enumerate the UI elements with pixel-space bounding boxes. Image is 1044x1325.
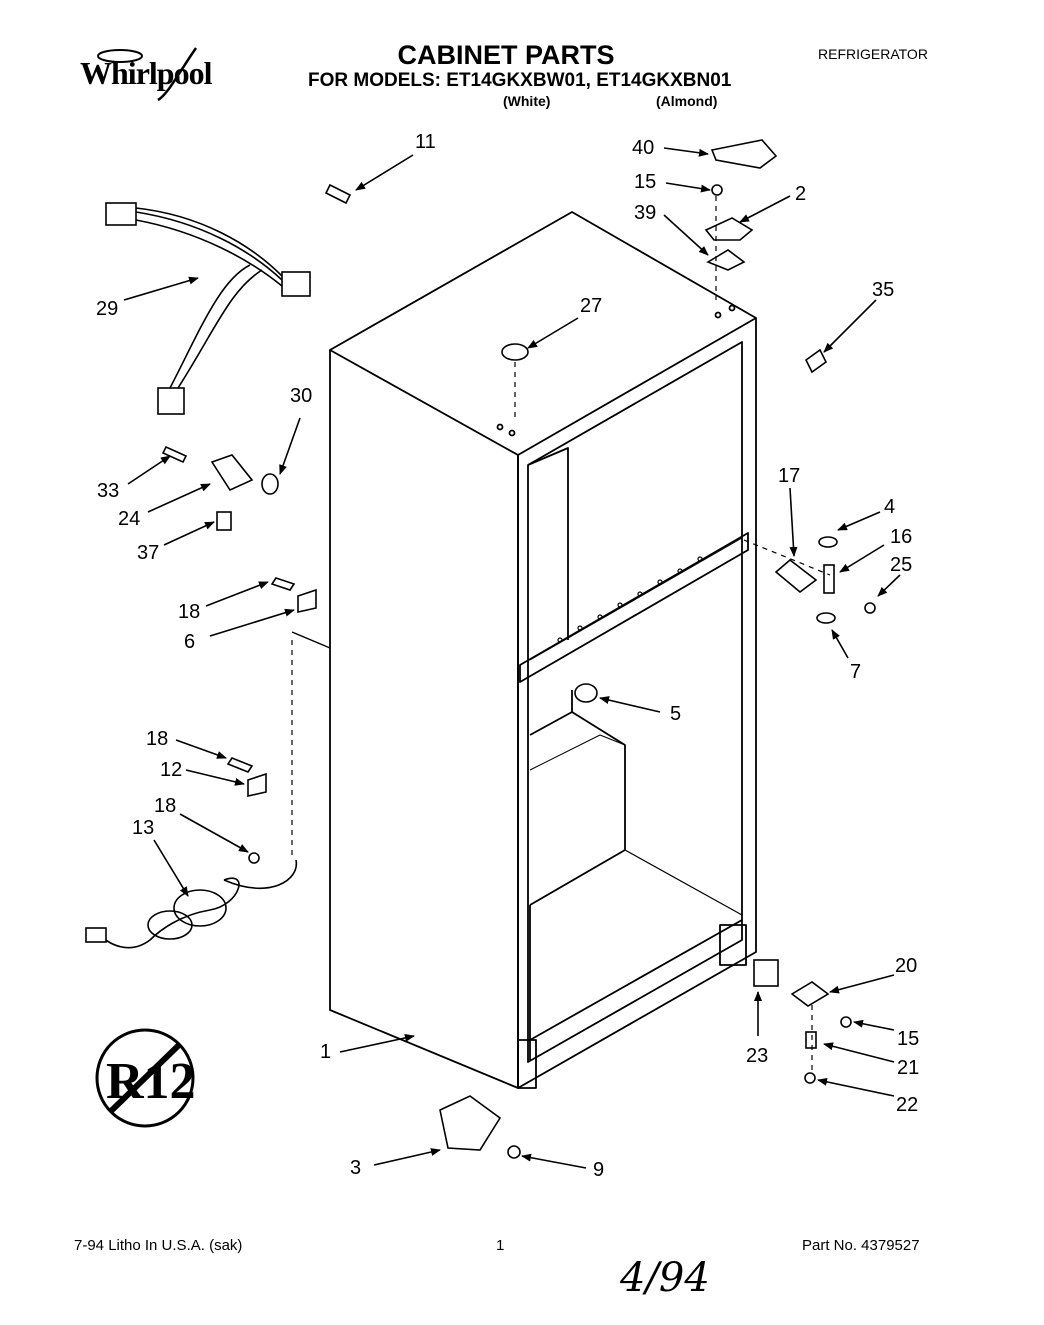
callout-1: 1 <box>320 1041 332 1063</box>
cabinet-body <box>329 211 757 1089</box>
assembly-lines <box>291 196 831 1070</box>
callout-23: 23 <box>746 1045 769 1067</box>
callout-15-top: 15 <box>634 171 657 193</box>
callout-9: 9 <box>593 1159 605 1181</box>
callout-22: 22 <box>896 1094 919 1116</box>
callout-24: 24 <box>118 508 141 530</box>
r12-badge-text: R12 <box>106 1053 196 1110</box>
callout-18-middle: 18 <box>146 728 169 750</box>
callout-30: 30 <box>290 385 313 407</box>
callout-17: 17 <box>778 465 801 487</box>
page-title: CABINET PARTS <box>397 40 615 70</box>
callout-25: 25 <box>890 554 913 576</box>
callout-29: 29 <box>96 298 119 320</box>
variant-white: (White) <box>503 93 551 109</box>
whirlpool-logo <box>78 44 248 102</box>
callout-11: 11 <box>415 131 436 153</box>
callout-21: 21 <box>897 1057 920 1079</box>
callout-27: 27 <box>580 295 603 317</box>
callout-33: 33 <box>97 480 120 502</box>
callout-40: 40 <box>632 137 655 159</box>
callout-18-upper: 18 <box>178 601 201 623</box>
parts-drawings <box>85 139 876 1159</box>
footer-litho: 7-94 Litho In U.S.A. (sak) <box>74 1237 243 1254</box>
callout-6: 6 <box>184 631 196 653</box>
callout-37: 37 <box>137 542 160 564</box>
r12-badge <box>95 1028 195 1128</box>
callout-18-lower: 18 <box>154 795 177 817</box>
callout-13: 13 <box>132 817 155 839</box>
callout-12: 12 <box>160 759 183 781</box>
callout-2: 2 <box>795 183 807 205</box>
footer-part-number: Part No. 4379527 <box>802 1237 920 1254</box>
category-label: REFRIGERATOR <box>818 46 928 62</box>
models-line: FOR MODELS: ET14GKXBW01, ET14GKXBN01 <box>308 70 732 91</box>
callout-39: 39 <box>634 202 657 224</box>
variant-almond: (Almond) <box>656 93 718 109</box>
callout-4: 4 <box>884 496 896 518</box>
footer-page-number: 1 <box>496 1237 505 1254</box>
handwritten-date: 4/94 <box>620 1255 710 1301</box>
callout-16: 16 <box>890 526 913 548</box>
callout-3: 3 <box>350 1157 362 1179</box>
brand-name: Whirlpool <box>80 55 212 91</box>
callout-7: 7 <box>850 661 862 683</box>
callout-35: 35 <box>872 279 895 301</box>
leader-arrows <box>123 147 901 1169</box>
callout-20: 20 <box>895 955 918 977</box>
callout-15-bottom: 15 <box>897 1028 920 1050</box>
callout-5: 5 <box>670 703 682 725</box>
